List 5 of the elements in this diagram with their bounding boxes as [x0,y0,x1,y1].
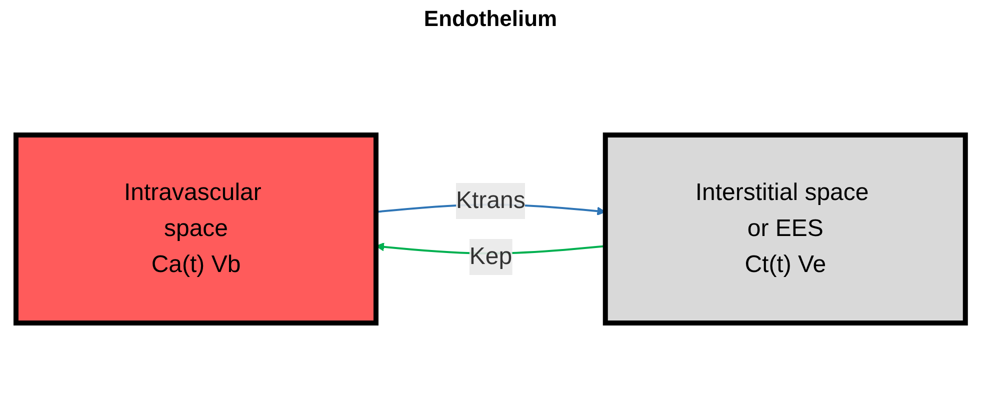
node-box: Interstitial space or EES Ct(t) Ve [602,132,968,325]
heading-label: Endothelium [424,6,558,31]
node-box: Intravascular space Ca(t) Vb [13,132,378,325]
edge-label: Kep [469,242,512,270]
edge-label: Ktrans [456,186,526,214]
